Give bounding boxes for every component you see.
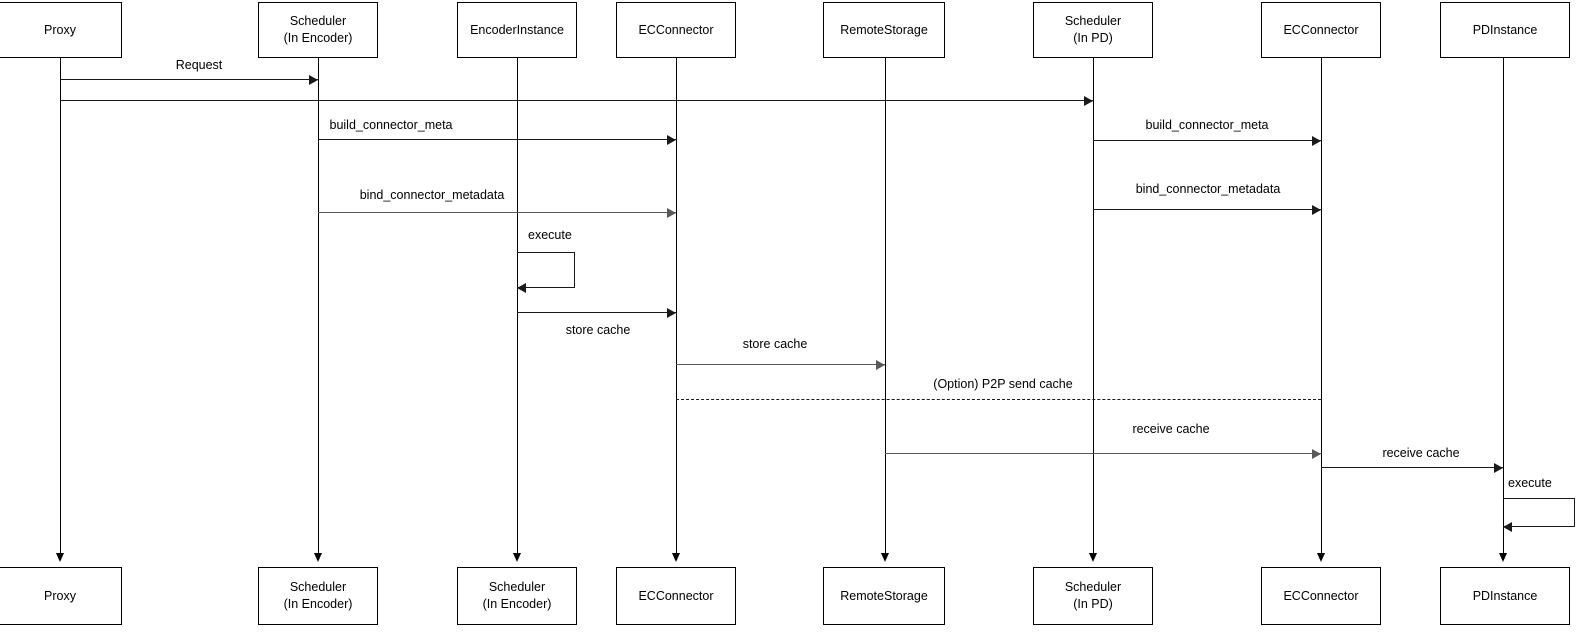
self-message-arrowhead-s1: [517, 283, 526, 293]
lifeline-scheduler_pd: [1093, 58, 1094, 555]
self-message-label-s2: execute: [1508, 476, 1552, 490]
participant-top-label-pd_instance: PDInstance: [1472, 22, 1538, 37]
message-arrowhead-m3: [667, 134, 676, 145]
participant-top-box-encoder_instance[interactable]: EncoderInstance: [457, 2, 577, 58]
participant-top-label-proxy: Proxy: [44, 22, 76, 37]
participant-top-box-remote_storage[interactable]: RemoteStorage: [823, 2, 945, 58]
lifeline-encoder_instance: [517, 58, 518, 555]
message-arrowhead-m4: [1312, 135, 1321, 146]
participant-bottom-box-remote_storage[interactable]: RemoteStorage: [823, 567, 945, 625]
message-label-m3: build_connector_meta: [329, 118, 453, 132]
message-label-m5: bind_connector_metadata: [359, 188, 505, 202]
message-line-m5: [318, 212, 676, 213]
message-line-m8: [676, 364, 885, 365]
message-arrowhead-m1: [309, 74, 318, 85]
participant-bottom-sublabel-encoder_instance: (In Encoder): [482, 597, 552, 611]
message-line-m1: [60, 79, 318, 80]
lifeline-remote_storage: [885, 58, 886, 555]
self-message-label-s1: execute: [528, 228, 572, 242]
message-line-m6: [1093, 209, 1321, 210]
self-message-arrowhead-s2: [1503, 522, 1512, 532]
message-label-m11: receive cache: [1382, 446, 1460, 460]
participant-top-label-scheduler_enc: Scheduler: [289, 14, 347, 29]
message-label-m6: bind_connector_metadata: [1135, 182, 1281, 196]
participant-top-label-encoder_instance: EncoderInstance: [470, 22, 564, 37]
participant-top-label-scheduler_pd: Scheduler: [1064, 14, 1122, 29]
message-line-m4: [1093, 140, 1321, 141]
message-line-m3: [318, 139, 676, 140]
participant-bottom-label-scheduler_enc: Scheduler: [289, 580, 347, 595]
lifeline-arrowhead-scheduler_pd: [1089, 553, 1097, 562]
message-arrowhead-m5: [667, 207, 676, 218]
lifeline-arrowhead-proxy: [56, 553, 64, 562]
message-arrowhead-m11: [1494, 462, 1503, 473]
participant-bottom-box-ecconnector_enc[interactable]: ECConnector: [616, 567, 736, 625]
participant-top-sublabel-scheduler_pd: (In PD): [1073, 31, 1113, 45]
message-line-m9: [676, 399, 1321, 400]
lifeline-proxy: [60, 58, 61, 555]
self-message-loop-s1: [517, 252, 575, 288]
lifeline-arrowhead-ecconnector_pd: [1317, 553, 1325, 562]
participant-bottom-box-proxy[interactable]: Proxy: [0, 567, 122, 625]
lifeline-pd_instance: [1503, 58, 1504, 555]
message-line-m7: [517, 312, 676, 313]
participant-top-box-proxy[interactable]: Proxy: [0, 2, 122, 58]
participant-top-box-ecconnector_pd[interactable]: ECConnector: [1261, 2, 1381, 58]
participant-top-box-scheduler_pd[interactable]: Scheduler (In PD): [1033, 2, 1153, 58]
self-message-loop-s2: [1503, 498, 1575, 527]
message-label-m7: store cache: [565, 323, 631, 337]
message-label-m4: build_connector_meta: [1145, 118, 1269, 132]
message-arrowhead-m7: [667, 307, 676, 318]
lifeline-arrowhead-pd_instance: [1499, 553, 1507, 562]
lifeline-arrowhead-remote_storage: [881, 553, 889, 562]
message-arrowhead-m6: [1312, 204, 1321, 215]
participant-bottom-label-ecconnector_pd: ECConnector: [1283, 588, 1359, 603]
message-arrowhead-m10: [1312, 448, 1321, 459]
message-line-m2: [60, 100, 1093, 101]
lifeline-scheduler_enc: [318, 58, 319, 555]
participant-bottom-label-scheduler_pd: Scheduler: [1064, 580, 1122, 595]
lifeline-ecconnector_pd: [1321, 58, 1322, 555]
participant-bottom-box-scheduler_pd[interactable]: Scheduler (In PD): [1033, 567, 1153, 625]
lifeline-arrowhead-encoder_instance: [513, 553, 521, 562]
lifeline-ecconnector_enc: [676, 58, 677, 555]
participant-bottom-label-remote_storage: RemoteStorage: [840, 588, 928, 603]
message-label-m1: Request: [175, 58, 223, 72]
message-arrowhead-m8: [876, 359, 885, 370]
participant-bottom-label-ecconnector_enc: ECConnector: [638, 588, 714, 603]
participant-bottom-box-ecconnector_pd[interactable]: ECConnector: [1261, 567, 1381, 625]
message-label-m10: receive cache: [1132, 422, 1210, 436]
participant-top-box-pd_instance[interactable]: PDInstance: [1440, 2, 1570, 58]
lifeline-arrowhead-scheduler_enc: [314, 553, 322, 562]
participant-bottom-box-encoder_instance[interactable]: Scheduler (In Encoder): [457, 567, 577, 625]
message-line-m11: [1321, 467, 1503, 468]
message-label-m9: (Option) P2P send cache: [933, 377, 1073, 391]
participant-bottom-box-scheduler_enc[interactable]: Scheduler (In Encoder): [258, 567, 378, 625]
participant-top-box-scheduler_enc[interactable]: Scheduler (In Encoder): [258, 2, 378, 58]
message-arrowhead-m2: [1084, 95, 1093, 106]
participant-bottom-label-encoder_instance: Scheduler: [488, 580, 546, 595]
participant-top-label-ecconnector_pd: ECConnector: [1283, 22, 1359, 37]
lifeline-arrowhead-ecconnector_enc: [672, 553, 680, 562]
participant-bottom-sublabel-scheduler_pd: (In PD): [1073, 597, 1113, 611]
message-line-m10: [885, 453, 1321, 454]
participant-bottom-label-pd_instance: PDInstance: [1472, 588, 1538, 603]
message-label-m8: store cache: [742, 337, 808, 351]
participant-bottom-sublabel-scheduler_enc: (In Encoder): [283, 597, 353, 611]
participant-top-box-ecconnector_enc[interactable]: ECConnector: [616, 2, 736, 58]
participant-top-label-remote_storage: RemoteStorage: [840, 22, 928, 37]
participant-bottom-label-proxy: Proxy: [44, 588, 76, 603]
participant-top-sublabel-scheduler_enc: (In Encoder): [283, 31, 353, 45]
participant-bottom-box-pd_instance[interactable]: PDInstance: [1440, 567, 1570, 625]
participant-top-label-ecconnector_enc: ECConnector: [638, 22, 714, 37]
